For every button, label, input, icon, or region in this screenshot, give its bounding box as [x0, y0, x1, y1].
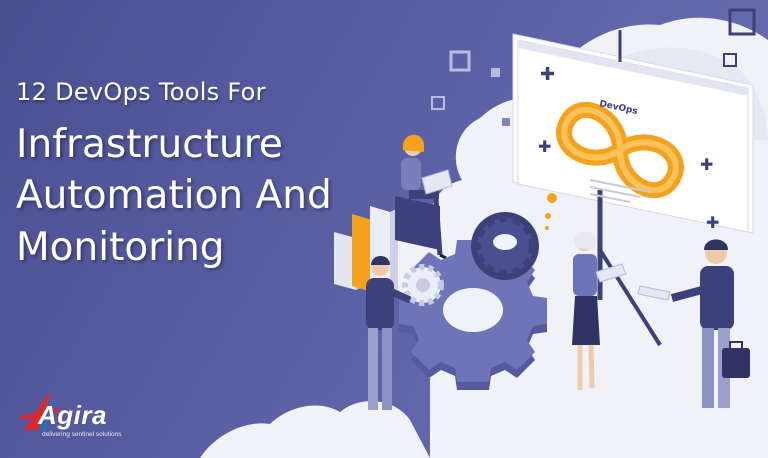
- infinity-icon: [556, 102, 684, 198]
- square-outline-icon: [728, 8, 756, 36]
- headline-line-3: Monitoring: [16, 225, 225, 270]
- plus-icon: ✚: [538, 137, 551, 156]
- square-icon: [502, 118, 510, 126]
- plus-icon: ✚: [540, 64, 555, 85]
- standing-man-right: [637, 239, 750, 408]
- briefcase-icon: [722, 341, 750, 378]
- dot: [545, 213, 551, 219]
- cloud-shape-2: [200, 401, 430, 458]
- standing-man-left: [366, 256, 412, 410]
- dot: [547, 193, 557, 203]
- square-outline-icon: [431, 96, 445, 110]
- square-outline-icon: [723, 53, 737, 67]
- presentation-board: ✚ ✚ ✚ ✚: [512, 30, 754, 347]
- plus-icon: ✚: [706, 213, 719, 232]
- dot: [545, 226, 549, 230]
- plus-icon: ✚: [700, 155, 713, 174]
- square-icon: [491, 68, 500, 77]
- gear-icon: [471, 212, 539, 280]
- laptop-icon: [421, 169, 453, 195]
- logo-name: Agira: [38, 400, 107, 430]
- agira-logo-icon: [20, 394, 60, 430]
- logo-tagline: delivering sentinel solutions: [42, 431, 122, 438]
- standing-woman: [572, 231, 627, 390]
- headline-small: 12 DevOps Tools For: [16, 78, 266, 106]
- sitting-woman: [395, 134, 453, 260]
- square-outline-icon: [449, 50, 471, 72]
- headline-line-2: Automation And: [16, 173, 332, 218]
- gear-icon: [402, 264, 444, 306]
- headline-line-1: Infrastructure: [16, 122, 283, 167]
